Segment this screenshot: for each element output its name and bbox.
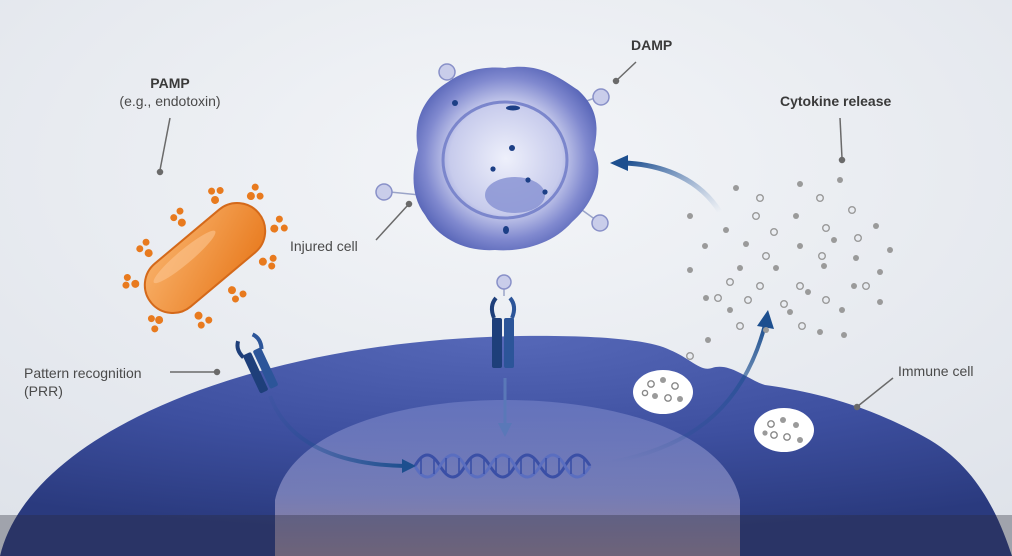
leader-cytokine <box>839 117 843 159</box>
nucleus <box>275 400 740 556</box>
leader-pamp <box>159 117 171 171</box>
signal-arrow-right <box>611 310 774 464</box>
injured-cell <box>375 63 610 251</box>
leader-lines <box>156 61 894 411</box>
damp-label: DAMP <box>631 37 673 53</box>
damp-receptor <box>489 274 517 368</box>
signal-arrow-top <box>610 155 723 214</box>
dna-helix <box>413 453 592 479</box>
leader-damp <box>616 61 637 81</box>
prr-label-line1: Pattern recognition <box>24 365 142 381</box>
immune-cell <box>0 335 1012 556</box>
vesicle-right <box>754 408 814 452</box>
pamp-title: PAMP <box>150 75 190 91</box>
pamp-subtitle: (e.g., endotoxin) <box>119 93 221 109</box>
immune-cell-label: Immune cell <box>898 363 974 379</box>
injured-cell-label: Injured cell <box>290 238 358 254</box>
signal-arrow-center <box>498 378 512 437</box>
prr-label-line2: (PRR) <box>24 383 63 399</box>
leader-immune <box>857 377 894 407</box>
cytokine-release-label: Cytokine release <box>780 93 892 109</box>
leader-injured <box>375 204 409 241</box>
bacterium-pamp <box>122 183 288 333</box>
vesicle-left <box>633 370 693 414</box>
pattern-recognition-receptor <box>235 332 278 394</box>
cytokine-particles <box>686 177 893 361</box>
signal-arrow-left <box>268 395 416 473</box>
